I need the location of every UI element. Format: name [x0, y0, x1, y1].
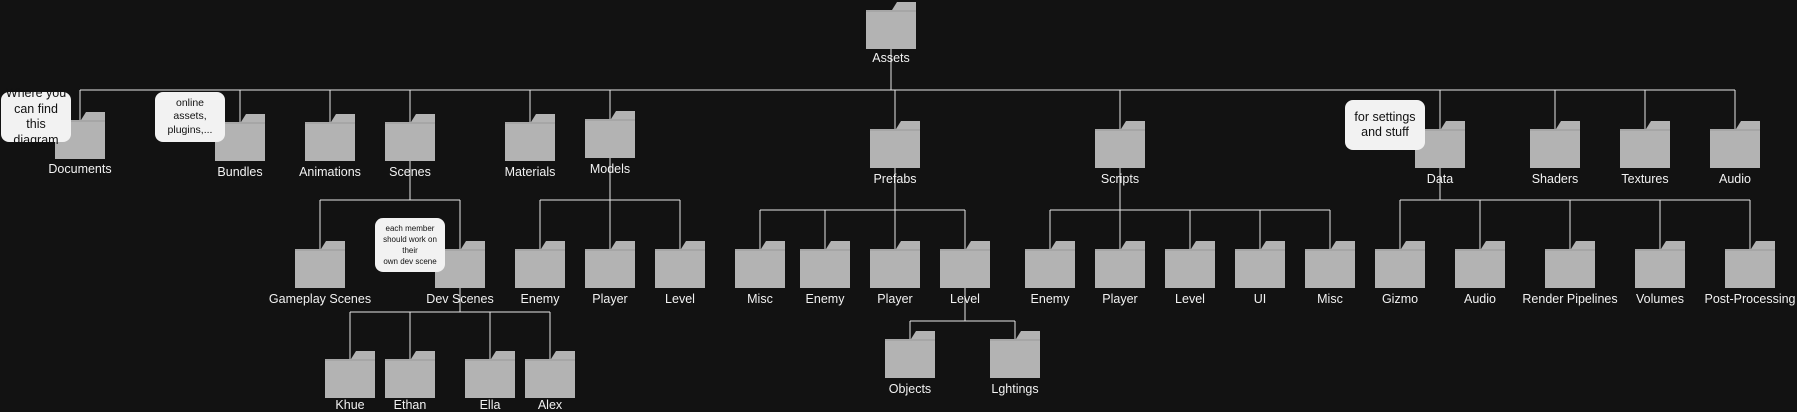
- folder-label-khue: Khue: [335, 398, 365, 412]
- folder-label-documents: Documents: [48, 162, 112, 176]
- folder-label-scripts: Scripts: [1100, 172, 1140, 186]
- folder-icon[interactable]: [1455, 241, 1505, 288]
- callout-note-line: for settings: [1354, 109, 1416, 124]
- folder-label-scripts-player: Player: [1102, 292, 1138, 306]
- folder-label-scripts-misc: Misc: [1317, 292, 1343, 306]
- folder-label-shaders: Shaders: [1531, 172, 1579, 186]
- folder-label-materials: Materials: [504, 165, 556, 179]
- folder-label-objects: Objects: [888, 382, 932, 396]
- folder-icon[interactable]: [870, 121, 920, 168]
- folder-label-models-level: Level: [665, 292, 695, 306]
- folder-label-models-player: Player: [592, 292, 628, 306]
- folder-label-lightings: Lghtings: [991, 382, 1039, 396]
- callout-note-dev-scenes: each member should work on their own dev s…: [375, 218, 445, 272]
- folder-label-audio: Audio: [1719, 172, 1751, 186]
- folder-icon[interactable]: [325, 351, 375, 398]
- folder-icon[interactable]: [1235, 241, 1285, 288]
- folder-icon[interactable]: [505, 114, 555, 161]
- folder-icon[interactable]: [655, 241, 705, 288]
- folder-icon[interactable]: [385, 351, 435, 398]
- folder-icon[interactable]: [1375, 241, 1425, 288]
- folder-label-scripts-ui: UI: [1253, 292, 1267, 306]
- folder-label-assets: Assets: [872, 51, 910, 65]
- folder-icon[interactable]: [585, 111, 635, 158]
- folder-label-prefabs-misc: Misc: [747, 292, 773, 306]
- folder-icon[interactable]: [305, 114, 355, 161]
- folder-icon[interactable]: [1095, 121, 1145, 168]
- folder-label-volumes: Volumes: [1636, 292, 1684, 306]
- folder-label-prefabs-level: Level: [950, 292, 980, 306]
- callout-note-line: can find this: [14, 101, 58, 132]
- folder-label-gameplay-scenes: Gameplay Scenes: [268, 292, 372, 306]
- folder-label-prefabs-player: Player: [877, 292, 913, 306]
- folder-icon[interactable]: [1025, 241, 1075, 288]
- folder-icon[interactable]: [940, 241, 990, 288]
- folder-label-gizmo: Gizmo: [1381, 292, 1419, 306]
- folder-label-dev-scenes: Dev Scenes: [426, 292, 494, 306]
- folder-label-render-pipelines: Render Pipelines: [1522, 292, 1618, 306]
- folder-icon[interactable]: [465, 351, 515, 398]
- folder-icon[interactable]: [1710, 121, 1760, 168]
- callout-note-line: diagram: [13, 132, 59, 147]
- folder-icon[interactable]: [870, 241, 920, 288]
- callout-note-line: online assets,: [173, 96, 207, 123]
- folder-label-models: Models: [589, 162, 631, 176]
- folder-label-scripts-level: Level: [1175, 292, 1205, 306]
- folder-label-alex: Alex: [537, 398, 563, 412]
- folder-icon[interactable]: [585, 241, 635, 288]
- folder-label-bundles: Bundles: [217, 165, 263, 179]
- callout-note-line: own dev scene: [383, 257, 437, 266]
- folder-icon[interactable]: [990, 331, 1040, 378]
- folder-icon[interactable]: [866, 2, 916, 49]
- callout-note-bundles: online assets,plugins,...: [155, 92, 225, 142]
- folder-icon[interactable]: [800, 241, 850, 288]
- callout-note-line: plugins,...: [167, 123, 213, 136]
- folder-icon[interactable]: [1530, 121, 1580, 168]
- folder-icon[interactable]: [515, 241, 565, 288]
- callout-note-line: and stuff: [1361, 125, 1409, 139]
- folder-icon[interactable]: [1305, 241, 1355, 288]
- folder-icon[interactable]: [1545, 241, 1595, 288]
- folder-label-data-audio: Audio: [1464, 292, 1496, 306]
- folder-icon[interactable]: [885, 331, 935, 378]
- folder-icon[interactable]: [1095, 241, 1145, 288]
- folder-icon[interactable]: [735, 241, 785, 288]
- folder-icon[interactable]: [525, 351, 575, 398]
- folder-label-post-processing: Post-Processing: [1704, 292, 1796, 306]
- folder-label-animations: Animations: [299, 165, 361, 179]
- folder-label-scenes: Scenes: [389, 165, 431, 179]
- folder-label-prefabs: Prefabs: [873, 172, 917, 186]
- folder-label-textures: Textures: [1621, 172, 1669, 186]
- folder-icon[interactable]: [295, 241, 345, 288]
- folder-label-scripts-enemy: Enemy: [1030, 292, 1070, 306]
- folder-icon[interactable]: [1725, 241, 1775, 288]
- folder-icon[interactable]: [1620, 121, 1670, 168]
- callout-note-line: Where you: [5, 86, 67, 100]
- folder-label-ethan: Ethan: [393, 398, 427, 412]
- folder-icon[interactable]: [1165, 241, 1215, 288]
- folder-label-models-enemy: Enemy: [520, 292, 560, 306]
- folder-label-data: Data: [1426, 172, 1454, 186]
- folder-icon[interactable]: [1635, 241, 1685, 288]
- callout-note-line: should work on their: [383, 235, 437, 255]
- folder-icon[interactable]: [385, 114, 435, 161]
- folder-label-prefabs-enemy: Enemy: [805, 292, 845, 306]
- callout-note-line: each member: [385, 224, 435, 233]
- folder-label-ella: Ella: [479, 398, 501, 412]
